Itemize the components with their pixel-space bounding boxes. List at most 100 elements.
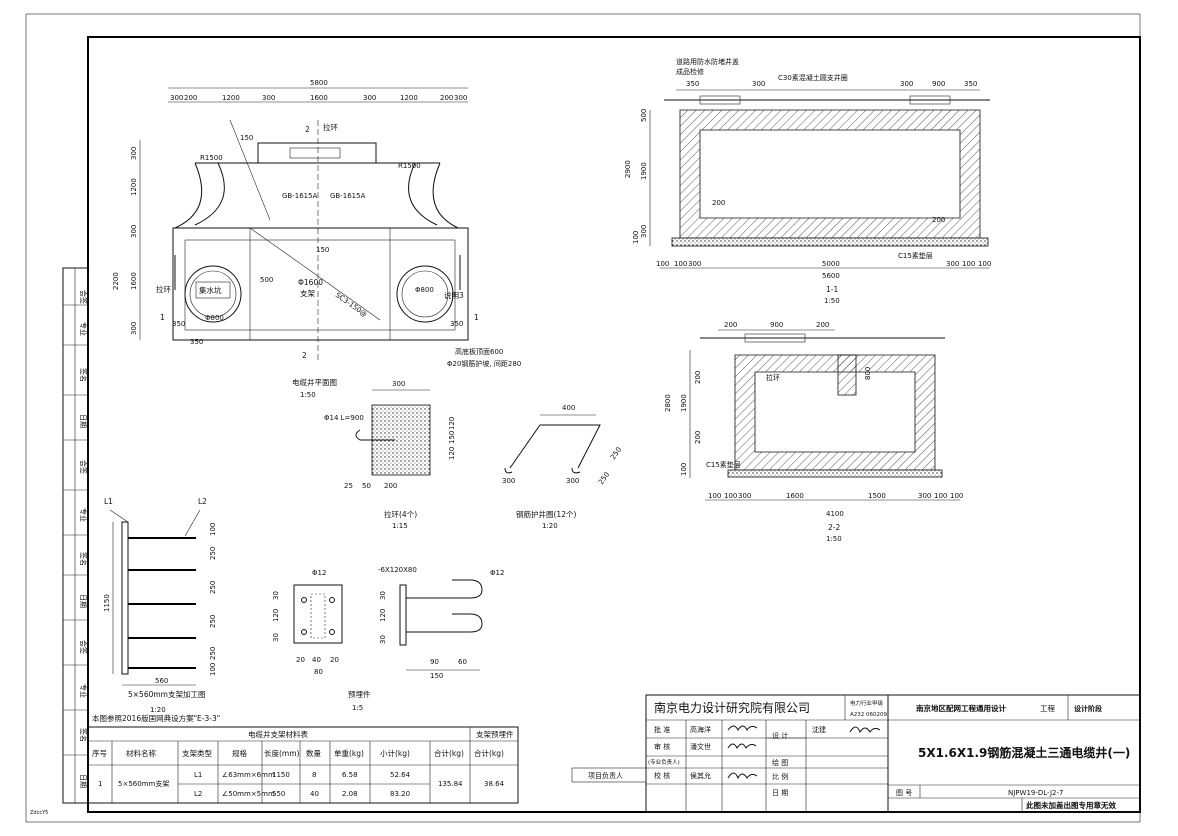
s11-dtr2: 350 [964,80,977,88]
section-2-2: 200 900 200 2800 1900 200 200 100 800 拉环… [664,321,963,543]
td-spec-2: ∠50mm×5mm [222,790,275,798]
s22-scale: 1:50 [826,535,842,543]
ring-db2: 200 [384,482,397,490]
plan-pull2: 拉环 [156,284,171,294]
plan-dim-l3: 2200 [112,272,120,290]
name-approve: 高海洋 [690,725,711,734]
bracket-d5: 100 [209,663,217,676]
bracket-d0: 100 [209,523,217,536]
s22-pull: 拉环 [766,373,780,382]
embed-plate: -6X120X80 [378,566,417,574]
signature-3 [727,772,758,780]
td-unit: 6.58 [342,771,358,779]
bracket-d3: 250 [209,615,217,628]
hook-l1: 300 [502,477,515,485]
plan-d350b: 350 [190,338,203,346]
signature-4 [849,726,881,734]
embed-da0: 30 [272,591,280,600]
title-block: 项目负责人 南京电力设计研究院有限公司 电力行业甲级 A232 060209 南… [571,694,1141,813]
s11-db3: 5000 [822,260,840,268]
th-7: 小计(kg) [380,748,410,758]
s11-db6: 100 [978,260,991,268]
ring-top: 300 [392,380,405,388]
plan-dim-t2: 1200 [222,94,240,102]
bracket-d2: 250 [209,581,217,594]
embed-da2: 30 [272,633,280,642]
steel-hook-detail: 400 300 300 250 250 钢筋护井圈(12个) 1:20 [502,404,623,530]
table-caption-right: 支架预埋件 [476,729,514,739]
side-label-6: 专业 [79,508,88,522]
plan-sec2-top: 2 [305,125,310,134]
side-label-5: 会签 [79,460,88,474]
role-date: 日 期 [772,789,788,797]
role-scale: 比 例 [772,772,788,781]
bracket-note: 本图参照2016版国网典设方案"E-3-3" [92,713,220,723]
embed-dd1: 120 [379,609,387,622]
side-label-7: 签名 [79,552,88,566]
role-draw: 绘 图 [772,758,788,767]
hook-title: 钢筋护井圈(12个) [516,509,576,519]
signature-1 [727,725,758,732]
plan-dim-t7: 200 [440,94,453,102]
th-0: 序号 [92,748,107,758]
plan-dim-t4: 1600 [310,94,328,102]
s22-db6: 100 [934,492,947,500]
plan-d350c: 350 [450,320,463,328]
plan-sump: 集水坑 [199,285,222,295]
plan-note1: 高底板顶面600 [455,347,503,356]
bracket-scale: 1:20 [150,706,166,714]
bracket-l2: L2 [198,497,207,506]
plan-r1: R1500 [200,154,223,162]
role-lead: (专业负责人) [648,758,680,766]
embed-title: 预埋件 [348,689,371,699]
plan-dim-l5: 300 [130,322,138,335]
role-review: 审 核 [654,742,670,751]
s11-dtr1: 900 [932,80,945,88]
bracket-detail: L1 L2 1150 100 250 250 250 250 100 560 5… [92,497,220,723]
plan-dim-t5: 300 [363,94,376,102]
project-lead: 项目负责人 [588,771,623,780]
embed-scale: 1:5 [352,704,363,712]
side-label-8: 日期 [79,594,87,608]
s11-lid-note: C30素混凝土圆支井圈 [778,73,848,82]
ring-title: 拉环(4个) [384,509,417,519]
plan-pull1: 拉环 [323,122,338,132]
hook-top: 400 [562,404,575,412]
plan-dim-t1: 200 [184,94,197,102]
td-qty-2: 40 [310,790,319,798]
table-row: L2 ∠50mm×5mm 550 40 2.08 83.20 [194,790,410,798]
plan-spacing: SC3-150@ [334,291,369,319]
td-name: 5×560mm支架 [118,779,169,788]
plan-d150a: 150 [240,134,253,142]
plan-d500: 500 [260,276,273,284]
side-label-1: 会签 [79,290,88,304]
embed-dc: 80 [314,668,323,676]
company-name: 南京电力设计研究院有限公司 [654,700,810,715]
s22-dl0: 2800 [664,394,672,412]
ring-db0: 25 [344,482,353,490]
s11-total: 5600 [822,272,840,280]
embed-rod: Φ12 [312,569,326,577]
plan-title: 电缆井平面图 [292,377,337,387]
inner-frame [87,36,1141,813]
s11-base: C15素垫层 [898,251,933,260]
s22-dl4: 100 [680,463,688,476]
ring-scale: 1:15 [392,522,408,530]
side-label-4: 日期 [79,414,87,428]
table-row: 1 5×560mm支架 L1 ∠63mm×6mm 1150 8 6.58 52.… [98,771,505,788]
embed-db1: 40 [312,656,321,664]
disclaimer: 此图未加盖出图专用章无效 [1026,800,1116,810]
s11-db5: 100 [962,260,975,268]
s22-title: 2-2 [828,523,840,532]
drawing-no-label: 图 号 [896,789,912,797]
plan-hole: Φ1600 [298,278,323,287]
embed-de1: 60 [458,658,467,666]
plan-pipe1: Φ800 [205,314,224,322]
s22-db7: 100 [950,492,963,500]
side-label-10: 专业 [79,684,88,698]
name-review: 潘文世 [690,742,711,751]
plan-view: 5800 300 200 1200 300 1600 300 1200 200 … [112,79,521,399]
plan-d150b: 150 [316,246,329,254]
plan-total: 5800 [310,79,328,87]
plan-dim-t3: 300 [262,94,275,102]
